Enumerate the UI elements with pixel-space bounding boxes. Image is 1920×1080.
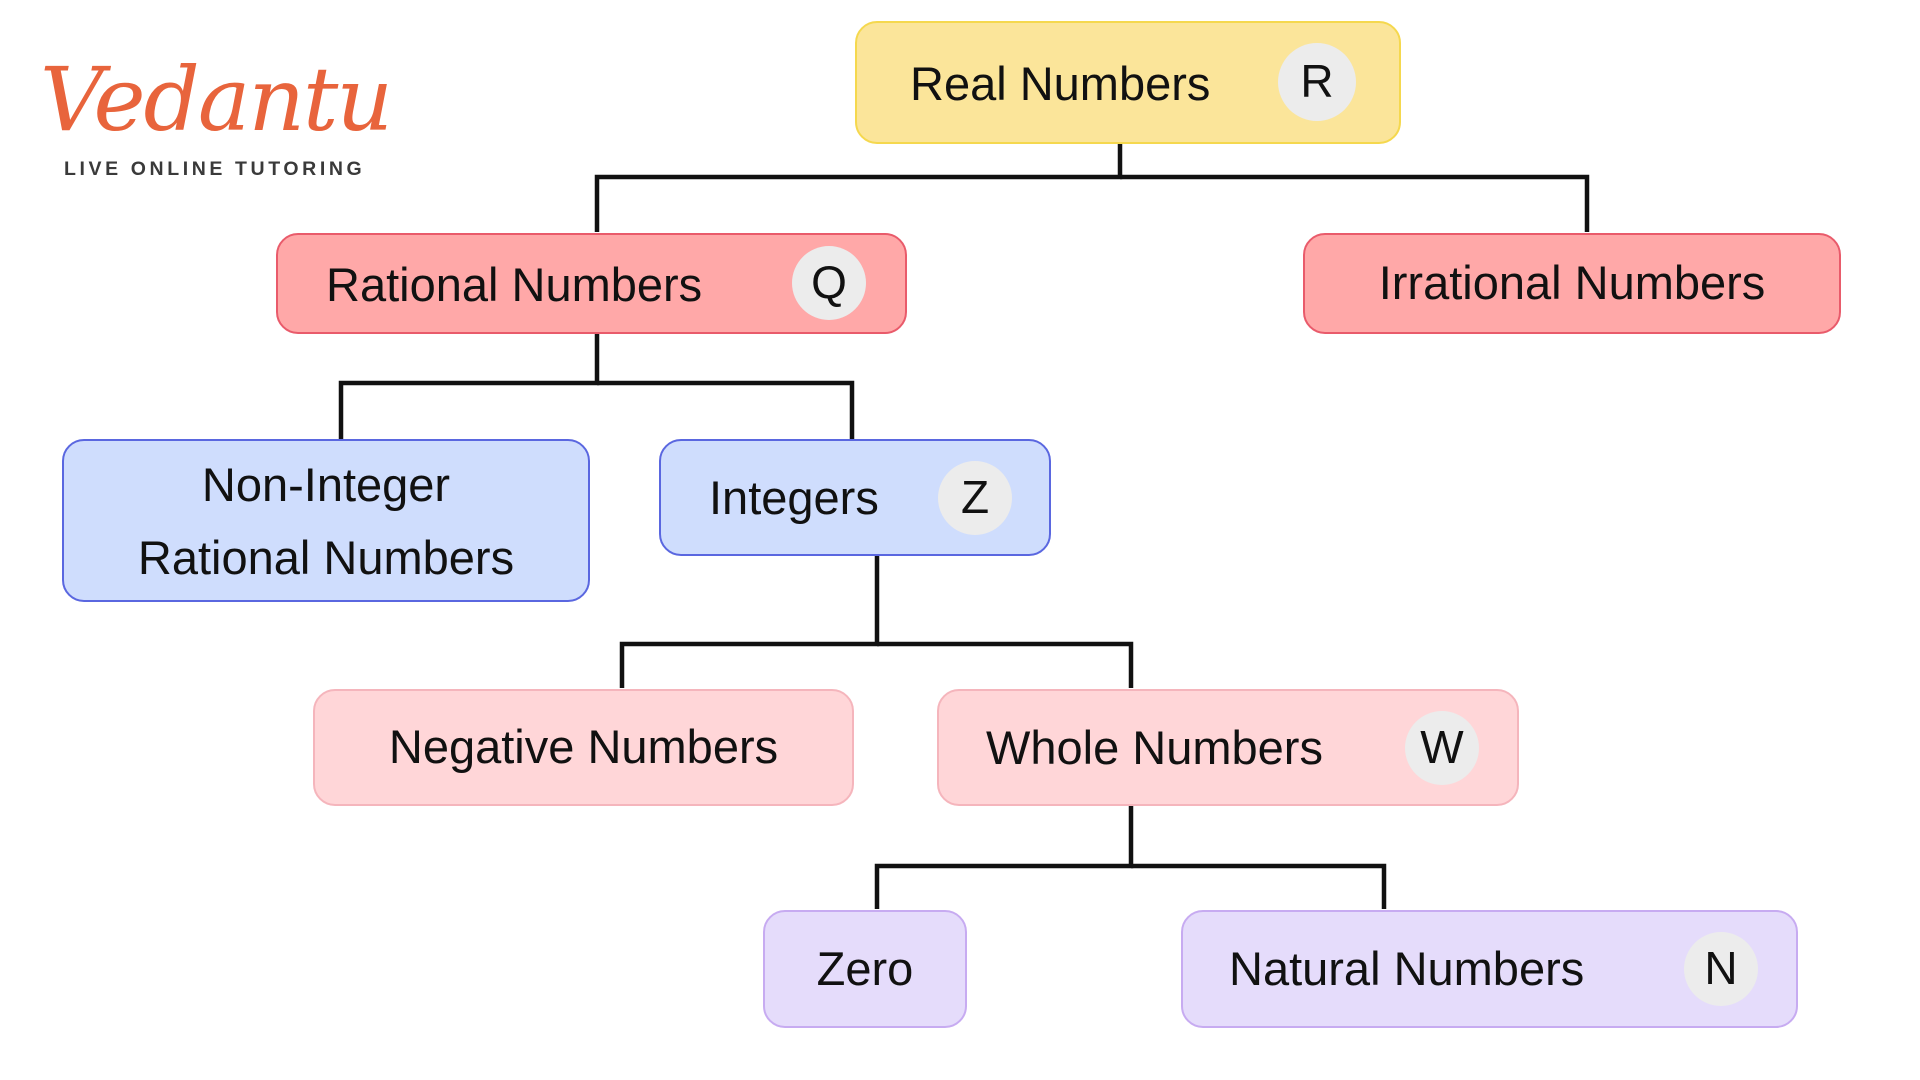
connector-rational-to-non-integer	[338, 333, 600, 439]
logo-wordmark: Vedantu	[40, 48, 393, 151]
vedantu-logo: Vedantu LIVE ONLINE TUTORING	[40, 50, 393, 190]
node-zero: Zero	[763, 910, 967, 1028]
node-label: Zero	[816, 941, 914, 995]
node-integers: Integers Z	[659, 439, 1051, 556]
node-whole-numbers: Whole Numbers W	[937, 689, 1519, 806]
symbol-badge: Z	[938, 461, 1012, 535]
connector-rational-to-integers	[597, 380, 855, 439]
connector-whole-to-natural	[1131, 863, 1387, 909]
connector-integers-to-negative	[619, 555, 880, 688]
logo-tagline: LIVE ONLINE TUTORING	[64, 158, 366, 180]
symbol-badge: N	[1684, 932, 1758, 1006]
node-label: Whole Numbers	[986, 721, 1323, 774]
connector-whole-to-zero	[874, 804, 1134, 909]
node-label-line-2: Rational Numbers	[137, 530, 515, 584]
node-negative-numbers: Negative Numbers	[313, 689, 854, 806]
node-label-line-1: Non-Integer	[201, 457, 451, 511]
node-label: Natural Numbers	[1229, 942, 1585, 995]
node-label: Real Numbers	[910, 57, 1211, 110]
connector-real-to-rational	[594, 144, 1123, 232]
node-label: Integers	[709, 471, 879, 524]
connector-real-to-irrational	[1120, 174, 1590, 232]
node-irrational-numbers: Irrational Numbers	[1303, 233, 1841, 334]
symbol-badge: Q	[792, 246, 866, 320]
node-natural-numbers: Natural Numbers N	[1181, 910, 1798, 1028]
connector-integers-to-whole	[877, 641, 1134, 688]
node-label: Irrational Numbers	[1378, 256, 1766, 310]
node-real-numbers: Real Numbers R	[855, 21, 1401, 144]
symbol-badge: R	[1278, 43, 1356, 121]
node-non-integer-rational-numbers: Non-Integer Rational Numbers	[62, 439, 590, 602]
node-label: Rational Numbers	[326, 258, 703, 311]
symbol-badge: W	[1405, 711, 1479, 785]
node-label: Negative Numbers	[388, 720, 779, 774]
node-rational-numbers: Rational Numbers Q	[276, 233, 907, 334]
